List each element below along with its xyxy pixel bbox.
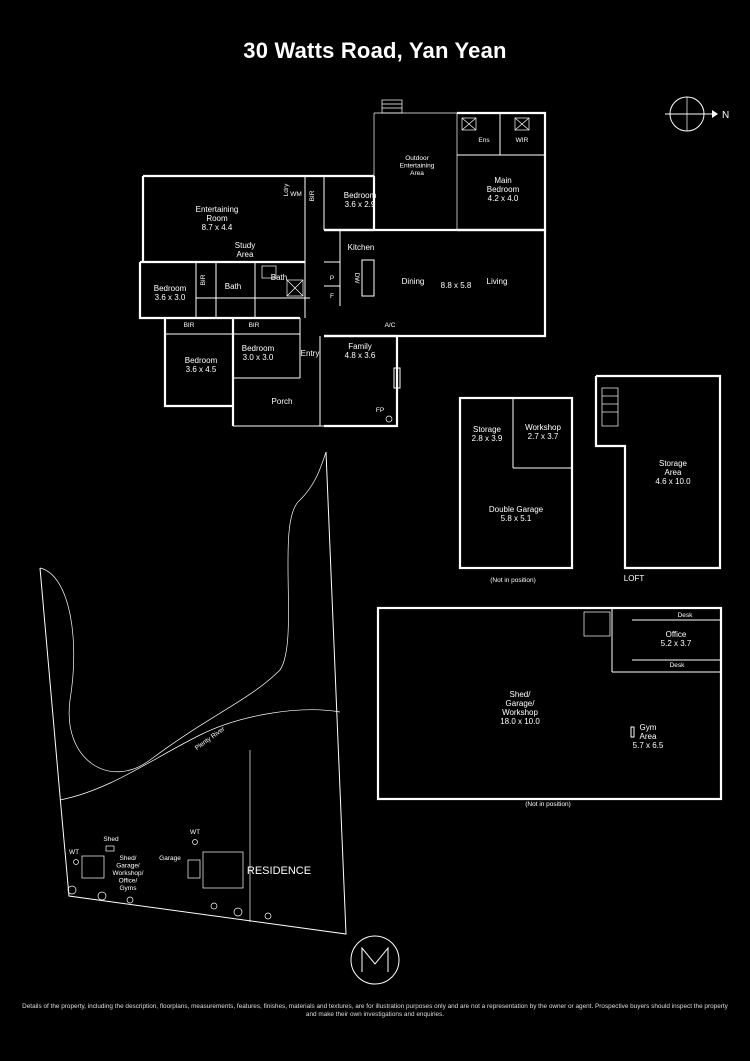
room-label-f: F — [330, 293, 334, 300]
room-label-bir-1: BIR — [309, 190, 316, 201]
garage-walls — [458, 396, 574, 570]
site-label-residence: RESIDENCE — [247, 865, 311, 877]
site-label-wt-2: WT — [190, 829, 200, 836]
room-label-bir-4: BIR — [249, 322, 260, 329]
room-label-desk-1: Desk — [678, 612, 694, 619]
compass-label: N — [722, 110, 729, 121]
room-label-dw: DW — [353, 273, 360, 285]
loft-label: LOFT — [624, 574, 645, 583]
room-label-bath-2: Bath — [271, 273, 287, 282]
room-label-kitchen: Kitchen — [348, 243, 375, 252]
river-label: Plenty River — [194, 725, 227, 752]
site-label-wt-1: WT — [69, 849, 79, 856]
shed-walls — [376, 606, 723, 801]
garage-note: (Not in position) — [490, 577, 536, 584]
room-label-fp: FP — [376, 407, 384, 414]
shed-note: (Not in position) — [525, 801, 571, 808]
loft-walls — [594, 374, 722, 570]
room-label-bath-1: Bath — [225, 282, 241, 291]
house-walls — [138, 99, 547, 428]
room-label-desk-2: Desk — [670, 662, 686, 669]
site-boundary — [39, 451, 347, 935]
site-label-shed-complex: Shed/Garage/Workshop/Office/Gyms — [113, 855, 144, 892]
disclaimer-text: Details of the property, including the d… — [22, 1003, 728, 1018]
room-label-ac: A/C — [385, 322, 396, 329]
site-label-garage: Garage — [159, 855, 181, 862]
site-label-shed-small: Shed — [103, 836, 119, 843]
room-label-bir-2: BIR — [200, 274, 207, 285]
room-label-wir: WIR — [516, 137, 529, 144]
room-label-dining-dims: 8.8 x 5.8 — [441, 281, 472, 290]
brand-logo — [350, 935, 400, 985]
room-label-ldry: Ldry — [283, 183, 290, 196]
room-label-porch: Porch — [272, 397, 293, 406]
room-label-dining: Dining — [402, 277, 425, 286]
room-label-ens: Ens — [478, 137, 490, 144]
river-line — [59, 709, 341, 801]
page-title: 30 Watts Road, Yan Yean — [243, 38, 507, 63]
compass-icon — [665, 96, 718, 132]
room-label-bir-3: BIR — [184, 322, 195, 329]
room-label-p: P — [330, 275, 334, 282]
room-label-wm: WM — [290, 191, 302, 198]
room-label-living: Living — [487, 277, 508, 286]
room-label-entry: Entry — [301, 349, 320, 358]
